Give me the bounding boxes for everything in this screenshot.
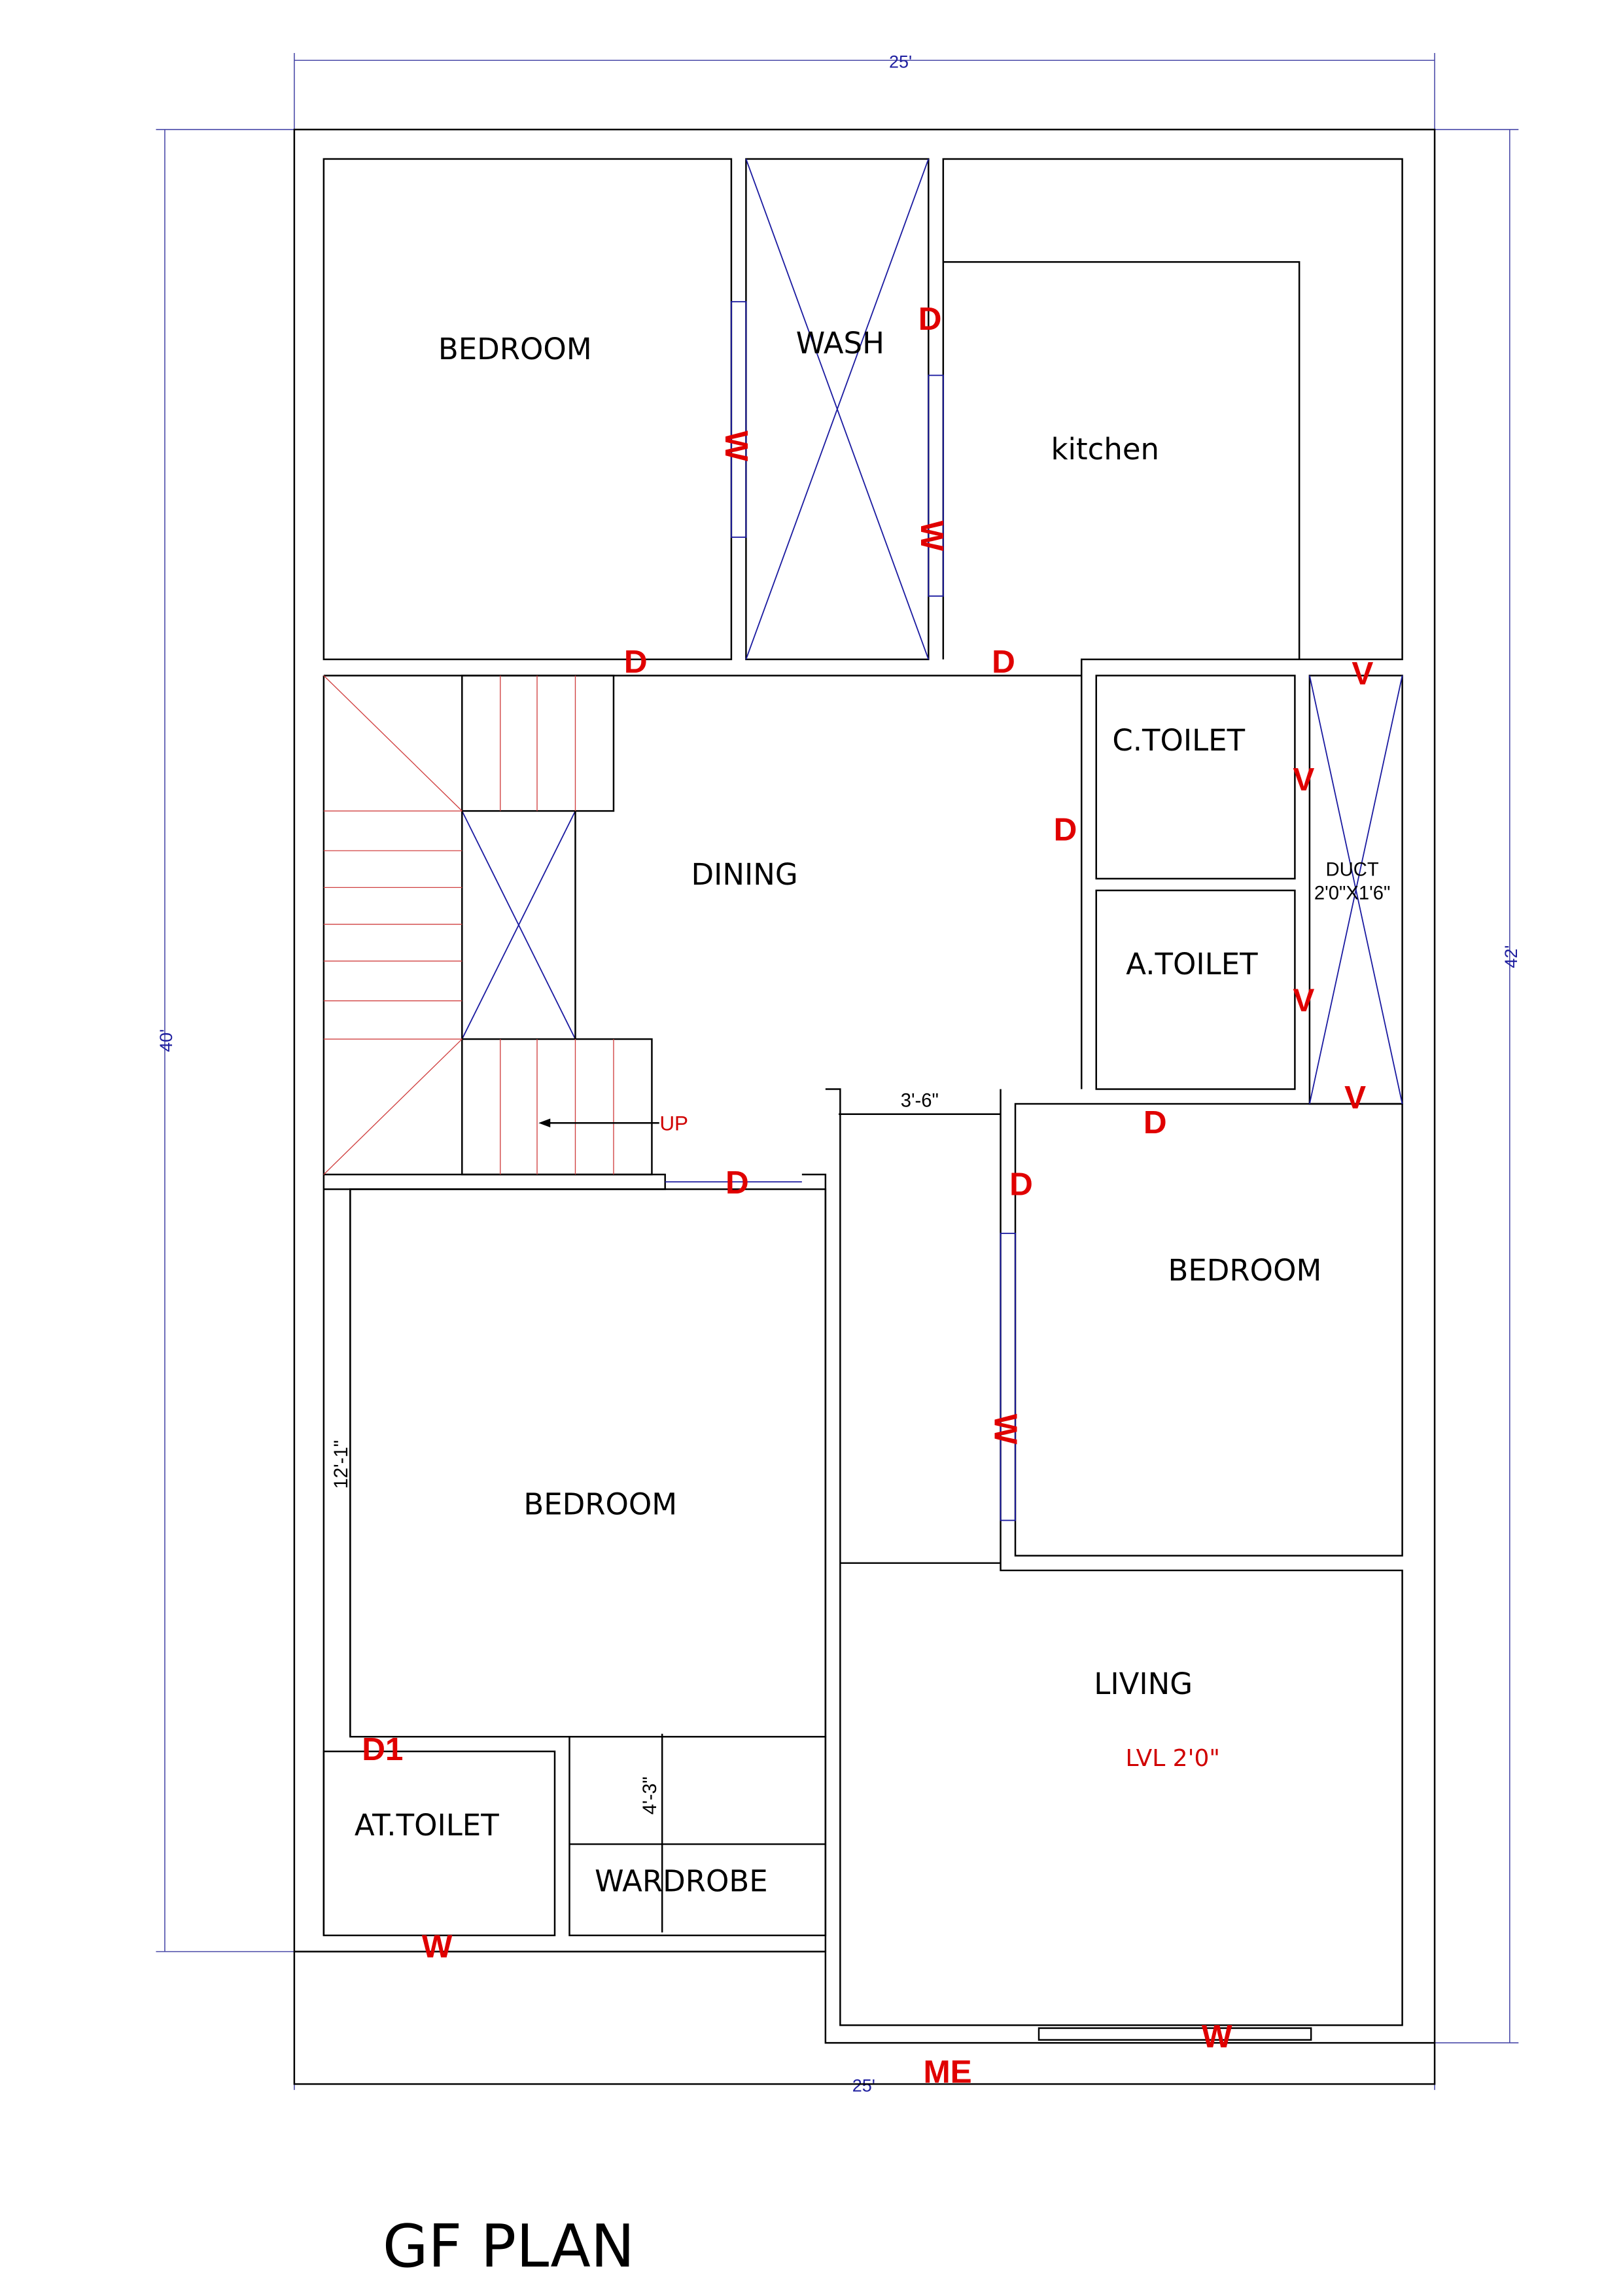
- dim-bottom: 25': [852, 2075, 875, 2095]
- room-kitchen: kitchen: [1051, 432, 1159, 467]
- vent-mark: V: [1352, 656, 1373, 692]
- living-level: LVL 2'0": [1126, 1745, 1220, 1772]
- room-c-toilet: C.TOILET: [1112, 723, 1245, 758]
- room-living: LIVING: [1094, 1667, 1193, 1701]
- walls: [293, 128, 1436, 2085]
- main-entry-mark: ME: [923, 2054, 971, 2090]
- window-mark: W: [988, 1414, 1024, 1445]
- door-mark: D: [725, 1165, 749, 1201]
- dim-passage: 3'-6": [901, 1091, 939, 1112]
- door-mark: D: [624, 644, 648, 680]
- door-mark: D: [918, 301, 942, 337]
- dim-wardrobe-height: 4'-3": [640, 1776, 661, 1814]
- shaft-crosses: [461, 158, 1403, 1521]
- room-bedroom-left: BEDROOM: [523, 1487, 677, 1522]
- window-mark: W: [422, 1929, 453, 1965]
- dim-left: 40': [156, 1029, 176, 1052]
- stair-up-label: UP: [659, 1112, 688, 1135]
- dim-top: 25': [889, 52, 912, 71]
- room-dining: DINING: [691, 857, 798, 892]
- door-mark: D: [1143, 1104, 1167, 1140]
- door-mark: D: [1054, 811, 1077, 847]
- room-wash: WASH: [796, 326, 884, 361]
- room-wardrobe: WARDROBE: [595, 1863, 768, 1898]
- vent-mark: V: [1293, 762, 1314, 798]
- window-mark: W: [914, 520, 950, 551]
- duct-label: DUCT: [1326, 859, 1379, 880]
- room-at-toilet: AT.TOILET: [355, 1808, 499, 1843]
- vent-mark: V: [1293, 982, 1314, 1018]
- staircase: [323, 675, 659, 1176]
- door1-mark: D1: [362, 1731, 403, 1767]
- dim-bedroom-height: 12'-1": [331, 1440, 352, 1489]
- room-a-toilet: A.TOILET: [1126, 947, 1258, 981]
- door-mark: D: [1009, 1166, 1033, 1202]
- room-bedroom-right: BEDROOM: [1168, 1253, 1322, 1288]
- plan-title: GF PLAN: [383, 2212, 635, 2281]
- dim-right: 42': [1501, 945, 1521, 968]
- vent-mark: V: [1344, 1080, 1366, 1116]
- window-mark: W: [1202, 2019, 1232, 2055]
- duct-size: 2'0"X1'6": [1314, 883, 1390, 904]
- room-bedroom-top: BEDROOM: [438, 332, 592, 366]
- door-mark: D: [992, 644, 1015, 680]
- window-mark: W: [718, 431, 754, 461]
